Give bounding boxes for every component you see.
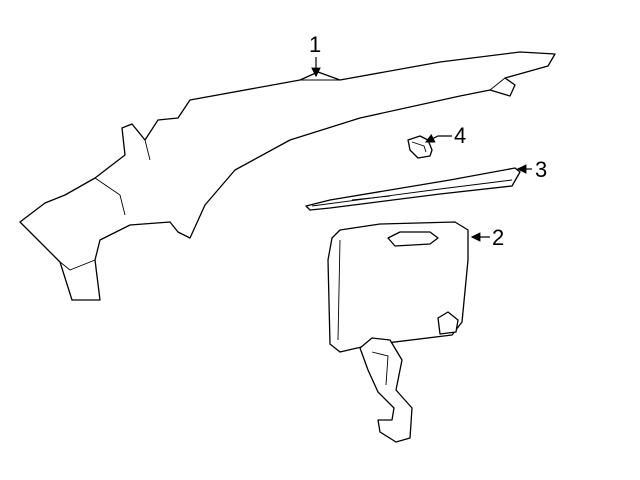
callout-2-label: 2	[492, 225, 505, 250]
quarter-trim-panel	[19, 51, 556, 301]
callout-4-arrow	[424, 133, 452, 143]
callout-3-label: 3	[535, 157, 548, 182]
callout-4-label: 4	[454, 123, 467, 148]
clip	[407, 135, 433, 159]
access-cover	[327, 221, 469, 443]
trim-molding-strip	[305, 167, 521, 211]
callout-1-label: 1	[309, 32, 322, 57]
